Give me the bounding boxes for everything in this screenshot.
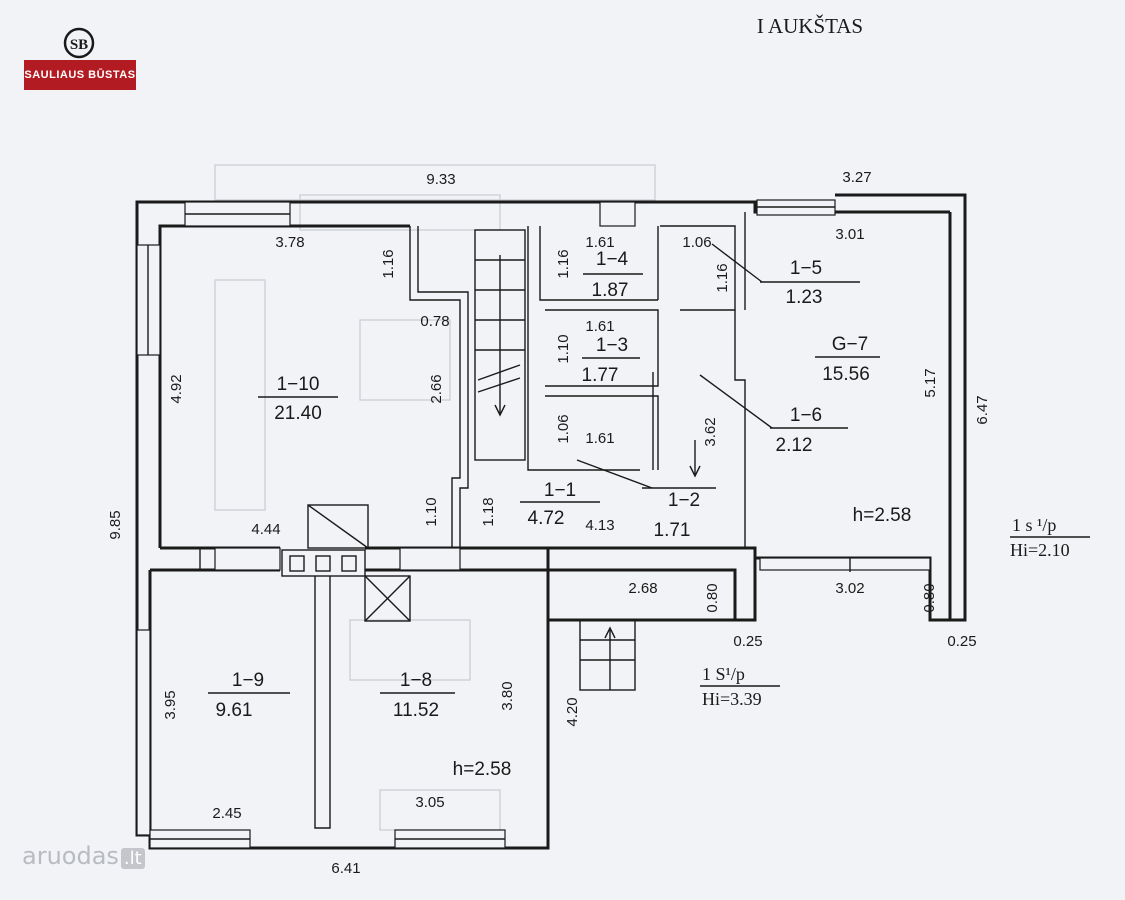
room-area-g-7: 15.56 <box>822 364 870 385</box>
dim-label: 1.16 <box>555 249 572 278</box>
dim-label: 1.61 <box>585 318 614 335</box>
dim-label: 2.45 <box>212 805 241 822</box>
dim-label: 3.95 <box>162 690 179 719</box>
dim-label: 1.61 <box>585 234 614 251</box>
dim-label: 3.80 <box>499 681 516 710</box>
utilities <box>281 504 411 829</box>
dim-label: 0.25 <box>947 633 976 650</box>
dim-label: 0.80 <box>704 583 721 612</box>
room-labels: 1−10 21.40 1−9 9.61 1−8 11.52 1−1 4.72 1… <box>216 249 870 721</box>
dim-label: 9.85 <box>107 510 124 539</box>
dim-label: 2.68 <box>628 580 657 597</box>
room-area-1-1: 4.72 <box>528 508 565 529</box>
dim-label: 2.66 <box>428 374 445 403</box>
room-id-g-7: G−7 <box>832 334 868 355</box>
porch-1-label: 1 s ¹/p <box>1012 515 1056 535</box>
room-id-1-4: 1−4 <box>596 249 629 270</box>
room-area-1-8: 11.52 <box>393 700 439 721</box>
room-id-1-8: 1−8 <box>400 670 432 691</box>
dim-label: 9.33 <box>426 171 455 188</box>
dim-label: 1.10 <box>423 497 440 526</box>
leader-lines <box>199 243 1090 694</box>
dim-label: 1.61 <box>585 430 614 447</box>
monogram-icon: SB <box>63 27 95 59</box>
room-id-1-6: 1−6 <box>790 405 822 426</box>
watermark-text: aruodas <box>22 842 119 870</box>
dim-label: 3.05 <box>415 794 444 811</box>
company-logo: SB <box>22 26 136 96</box>
height-garage: h=2.58 <box>853 505 912 526</box>
dim-label: 3.78 <box>275 234 304 251</box>
dim-label: 4.44 <box>251 521 280 538</box>
room-id-1-3: 1−3 <box>596 335 628 356</box>
dim-label: 0.25 <box>733 633 762 650</box>
porch-2-height: Hi=3.39 <box>702 689 762 709</box>
watermark-suffix: .lt <box>120 848 145 869</box>
dimension-labels: 9.33 3.27 3.78 1.16 0.78 4.92 2.66 9.85 … <box>107 169 991 877</box>
dim-label: 1.16 <box>714 263 731 292</box>
room-area-1-4: 1.87 <box>592 280 629 301</box>
dim-label: 6.41 <box>331 860 360 877</box>
dim-label: 1.18 <box>480 497 497 526</box>
dim-label: 4.20 <box>564 697 581 726</box>
dim-label: 1.06 <box>682 234 711 251</box>
dim-label: 4.13 <box>585 517 614 534</box>
dim-label: 0.78 <box>420 313 449 330</box>
room-area-1-10: 21.40 <box>274 403 322 424</box>
monogram-text: SB <box>70 37 88 53</box>
porch-2-label: 1 S¹/p <box>702 664 745 684</box>
dim-label: 3.62 <box>702 417 719 446</box>
dim-label: 1.10 <box>555 334 572 363</box>
room-area-1-6: 2.12 <box>776 435 813 456</box>
dim-label: 3.01 <box>835 226 864 243</box>
dim-label: 0.80 <box>921 583 938 612</box>
room-area-1-3: 1.77 <box>582 365 619 386</box>
floor-title: I AUKŠTAS <box>757 14 863 38</box>
staircase <box>474 229 701 691</box>
room-id-1-5: 1−5 <box>790 258 822 279</box>
room-id-1-9: 1−9 <box>232 670 264 691</box>
dim-label: 3.27 <box>842 169 871 186</box>
porch-1-height: Hi=2.10 <box>1010 540 1070 560</box>
height-main: h=2.58 <box>453 759 512 780</box>
room-id-1-2: 1−2 <box>668 490 700 511</box>
room-area-1-9: 9.61 <box>216 700 253 721</box>
dim-label: 6.47 <box>974 395 991 424</box>
windows <box>136 199 931 849</box>
dim-label: 1.16 <box>380 249 397 278</box>
dim-label: 4.92 <box>168 374 185 403</box>
dim-label: 5.17 <box>922 368 939 397</box>
room-area-1-2: 1.71 <box>654 520 691 541</box>
room-area-1-5: 1.23 <box>786 287 823 308</box>
room-id-1-1: 1−1 <box>544 480 576 501</box>
dim-label: 3.02 <box>835 580 864 597</box>
room-id-1-10: 1−10 <box>277 374 320 395</box>
watermark: aruodas.lt <box>22 842 145 870</box>
dim-label: 1.06 <box>555 414 572 443</box>
logo-wordmark: SAULIAUS BŪSTAS <box>24 60 136 90</box>
